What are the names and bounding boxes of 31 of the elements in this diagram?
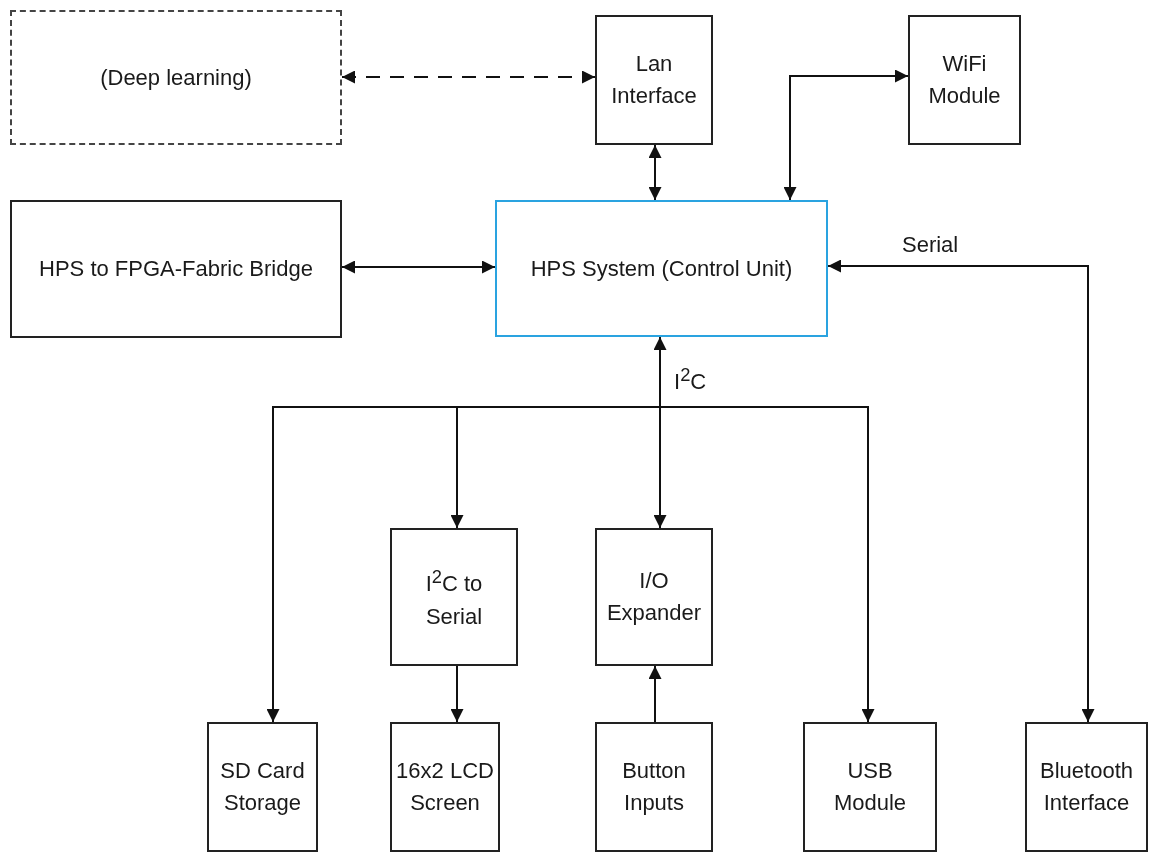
block-box	[390, 528, 518, 666]
block-box	[1025, 722, 1148, 852]
block-box	[390, 722, 500, 852]
node-label: I$^{2}$C to Serial	[424, 565, 484, 631]
node-label: (Deep learning)	[100, 63, 252, 92]
block-box	[803, 722, 937, 852]
arrow	[450, 665, 464, 723]
block-box	[595, 15, 713, 145]
dashed-arrow	[341, 70, 596, 84]
node-label: WiFi Module	[927, 50, 1002, 110]
block-box	[595, 528, 713, 666]
block-box	[207, 722, 318, 852]
control-unit-box	[495, 200, 828, 337]
arrow	[783, 69, 909, 201]
block-box	[10, 200, 342, 338]
block-box	[595, 722, 713, 852]
block-box	[908, 15, 1021, 145]
node-label: 16x2 LCD Screen	[396, 757, 494, 817]
node-label: USB Module	[832, 757, 908, 817]
node-label: Button Inputs	[621, 757, 687, 817]
node-label: SD Card Storage	[219, 757, 306, 817]
node-label: HPS System (Control Unit)	[530, 254, 793, 283]
arrow	[648, 665, 662, 723]
arrow	[648, 144, 662, 201]
node-label: HPS to FPGA-Fabric Bridge	[39, 255, 313, 283]
node-label: I/O Expander	[605, 567, 703, 627]
block-box	[10, 10, 342, 145]
node-label: Bluetooth Interface	[1039, 757, 1134, 817]
arrow	[341, 260, 496, 274]
node-label: Lan Interface	[610, 50, 698, 110]
arrow	[827, 259, 1095, 723]
